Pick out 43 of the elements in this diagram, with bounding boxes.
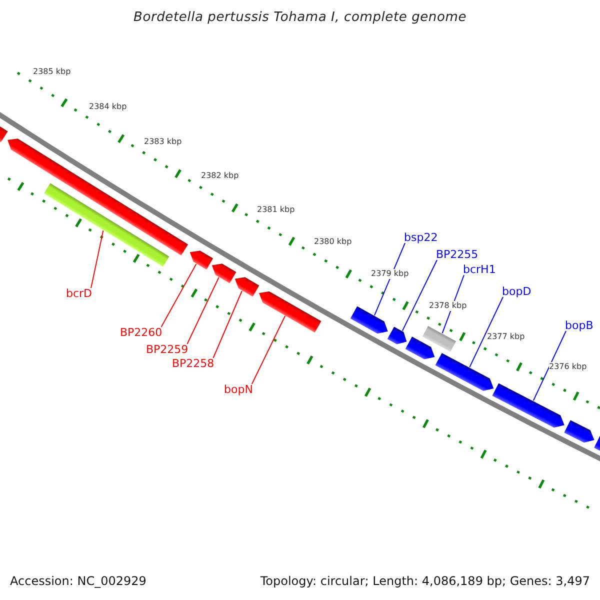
gene-label: BP2259 xyxy=(146,343,188,356)
gene-feature xyxy=(190,250,214,270)
leader-line xyxy=(374,242,406,316)
gene-label: bopN xyxy=(224,383,253,396)
scale-label: 2379 kbp xyxy=(371,269,409,279)
scale-label: 2381 kbp xyxy=(257,205,295,215)
gene-label: bsp22 xyxy=(404,231,438,244)
scale-label: 2377 kbp xyxy=(487,332,525,342)
scale-label: 2383 kbp xyxy=(144,137,182,147)
footer-text: Topology: circular; Length: 4,086,189 bp; Genes: 3,497 xyxy=(260,574,590,588)
gene-label: BP2260 xyxy=(120,326,162,339)
leader-line xyxy=(251,315,286,384)
gene-feature xyxy=(350,306,388,334)
scale-label: 2376 kbp xyxy=(549,362,587,372)
gene-block xyxy=(44,183,170,267)
chart-title: Bordetella pertussis Tohama I, complete genome xyxy=(132,10,468,25)
gene-feature xyxy=(387,326,407,344)
leader-line xyxy=(186,276,220,344)
gene-label: bopD xyxy=(502,285,532,298)
gene-feature xyxy=(564,420,594,443)
leader-line xyxy=(90,230,104,288)
leader-line xyxy=(469,296,504,368)
gene-label: BP2258 xyxy=(172,357,214,370)
gene-feature xyxy=(492,383,564,428)
scale-label: 2378 kbp xyxy=(429,301,467,311)
gene-label: BP2255 xyxy=(436,248,478,261)
gene-label: bopB xyxy=(565,319,594,332)
leader-line xyxy=(402,260,438,332)
scale-label: 2380 kbp xyxy=(314,237,352,247)
leader-line xyxy=(532,330,566,402)
gene-label: bcrD xyxy=(66,287,92,300)
leader-line xyxy=(212,290,242,358)
gene-label: bcrH1 xyxy=(463,263,496,276)
footer-text: Accession: NC_002929 xyxy=(10,574,146,588)
scale-label: 2382 kbp xyxy=(201,171,239,181)
gene-feature xyxy=(259,291,322,332)
gene-feature xyxy=(405,336,435,360)
leader-line xyxy=(160,264,197,328)
gene-block xyxy=(422,326,456,352)
scale-label: 2384 kbp xyxy=(89,102,127,112)
gene-feature xyxy=(212,264,236,284)
scale-label: 2385 kbp xyxy=(33,67,71,77)
gene-feature xyxy=(234,277,260,297)
